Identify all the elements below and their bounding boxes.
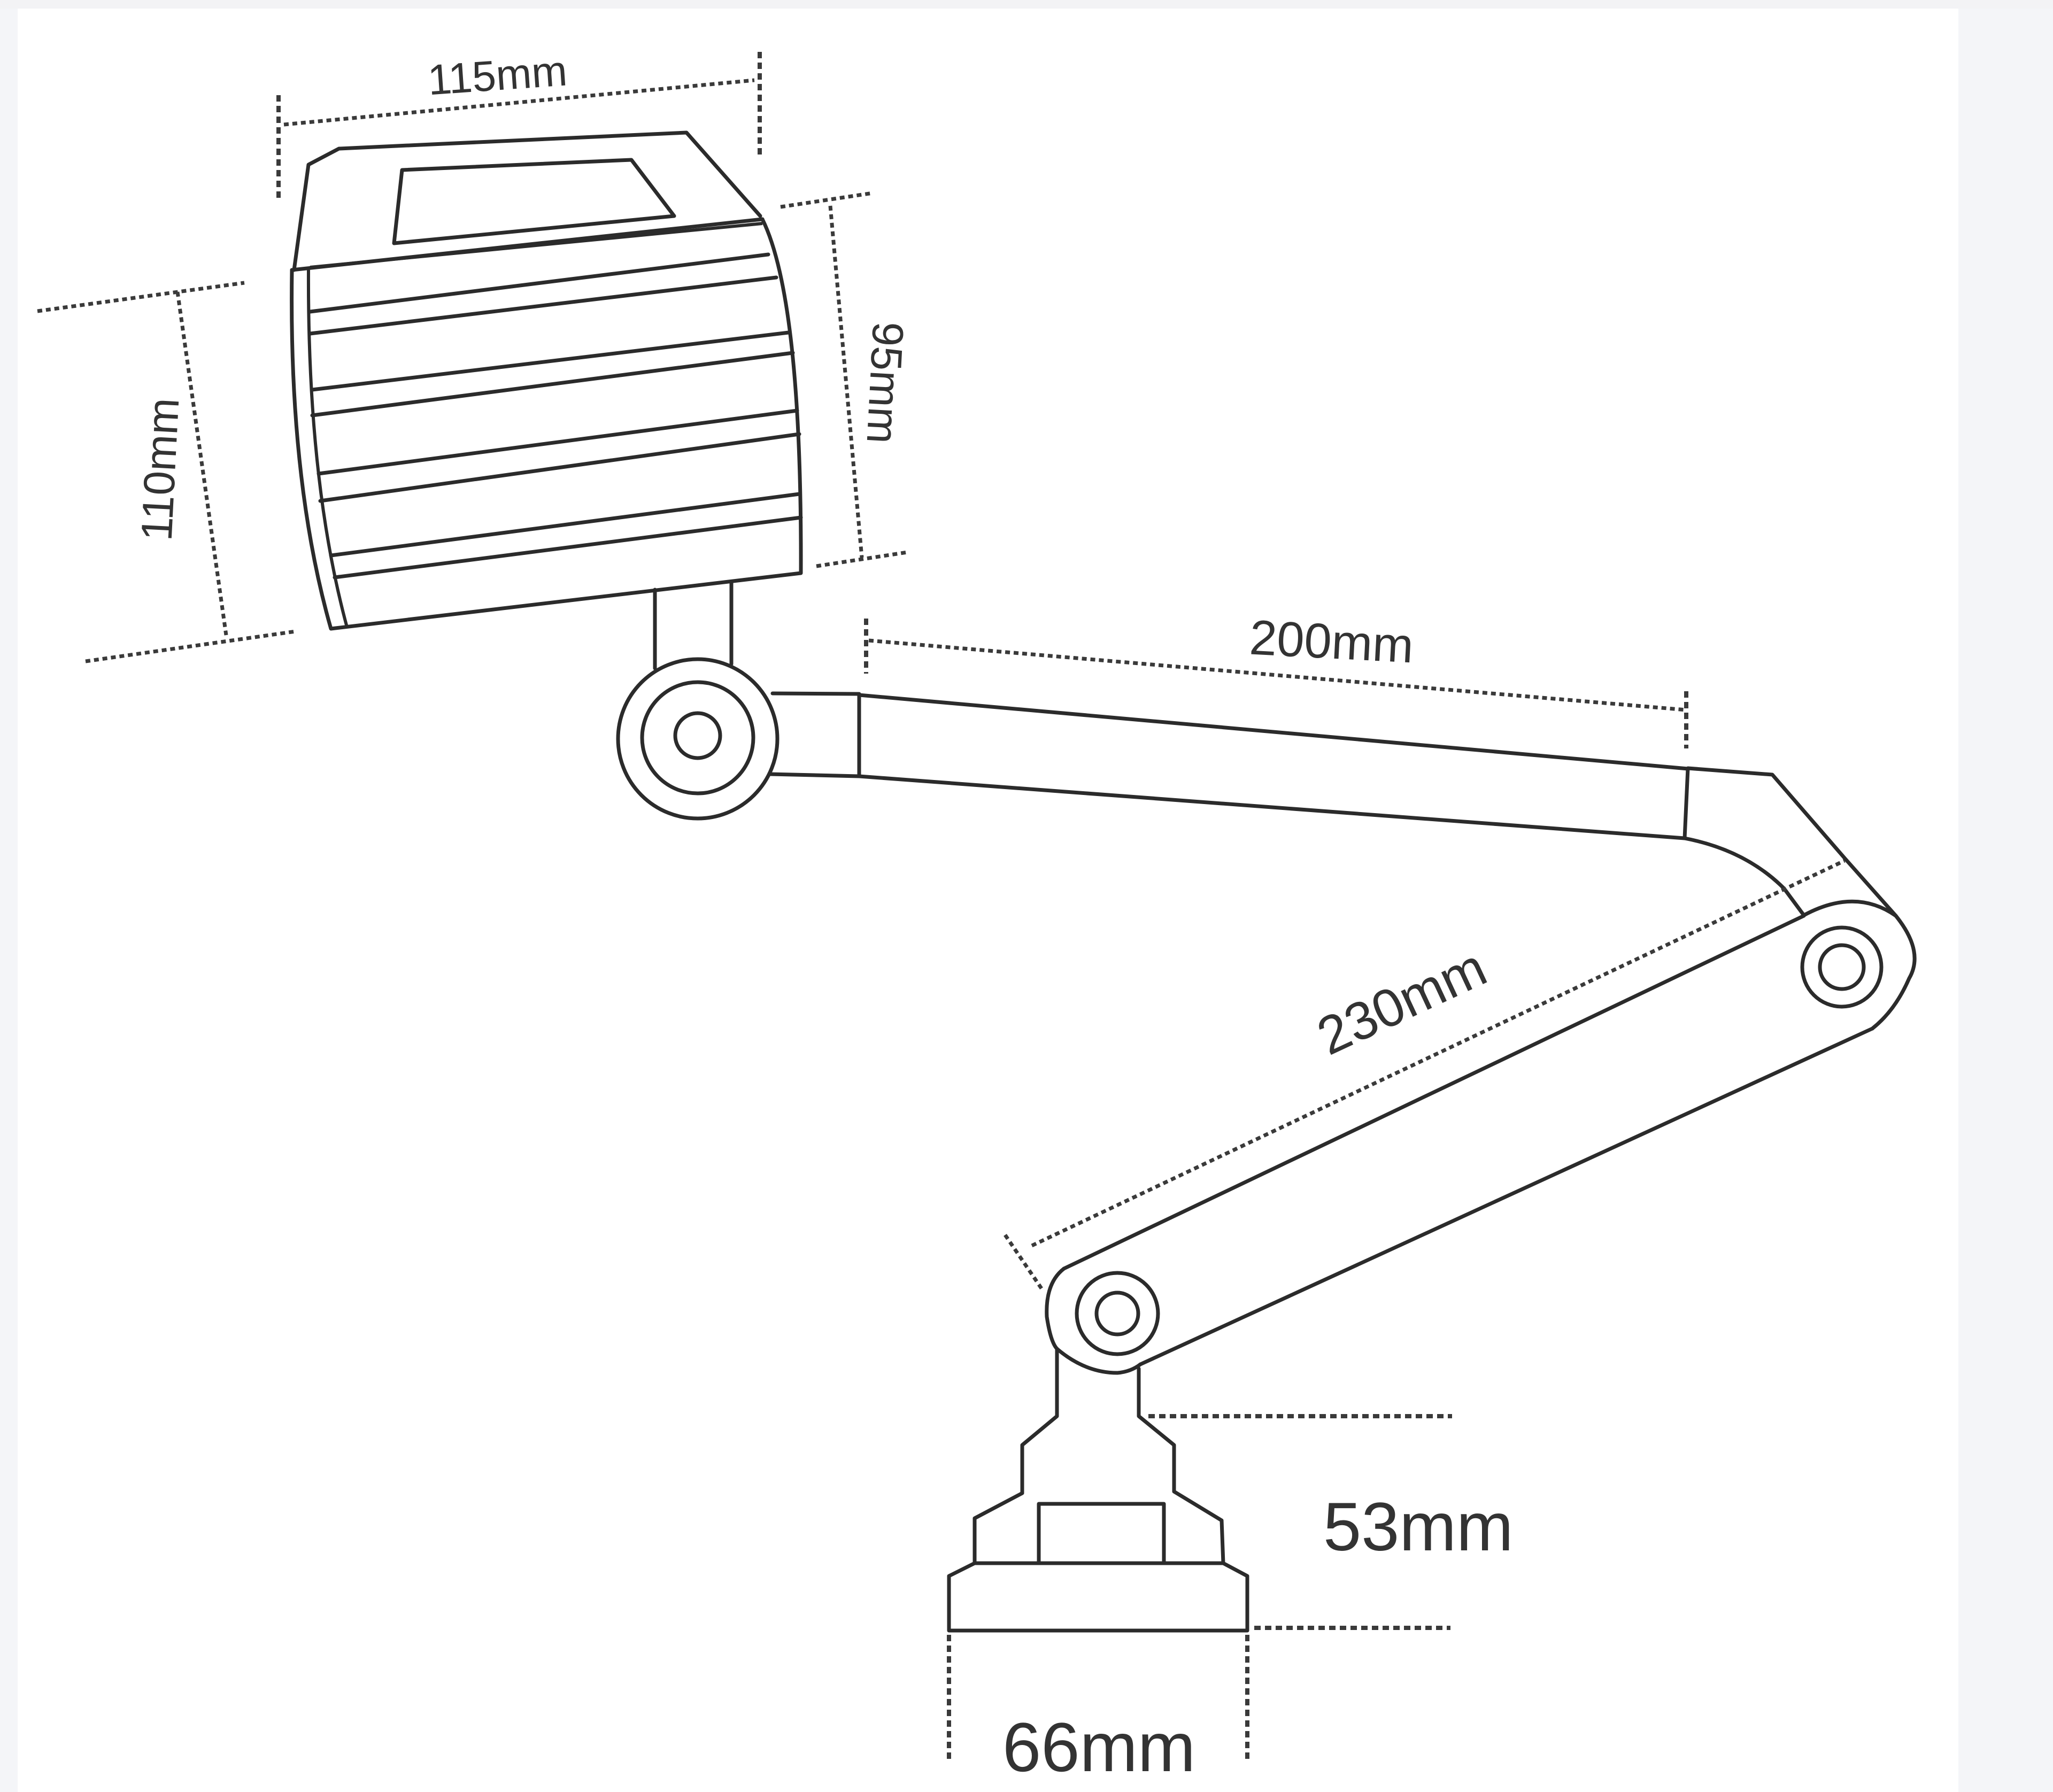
upper-joint-collar (768, 691, 861, 778)
dim-110mm: 110mm (37, 281, 296, 663)
label-110mm: 110mm (133, 397, 189, 542)
head-band-inner (310, 222, 763, 269)
upper-joint (616, 657, 861, 821)
dim-95mm: 95mm (780, 191, 913, 568)
lower-joint (1045, 1266, 1160, 1375)
upper-arm (857, 693, 1690, 840)
lower-arm (1062, 914, 1874, 1366)
dim-53mm: 53mm (1148, 1414, 1514, 1630)
dim-115mm: 115mm (276, 47, 762, 200)
dim-230mm: 230mm (1004, 859, 1846, 1291)
head-body-outline (290, 217, 803, 631)
label-115mm: 115mm (426, 47, 568, 104)
base-right-profile (1137, 1366, 1225, 1565)
head-housing-top (292, 130, 762, 272)
label-95mm: 95mm (858, 321, 913, 445)
lamp-base (947, 1347, 1249, 1633)
base-left-profile (973, 1347, 1059, 1565)
lamp-head (290, 130, 803, 670)
label-230mm: 230mm (1308, 937, 1495, 1067)
top-frame-band (0, 0, 2053, 9)
dim-66mm: 66mm (947, 1635, 1249, 1786)
head-stem (653, 581, 734, 670)
head-window (392, 158, 676, 245)
base-plate (947, 1561, 1249, 1633)
label-66mm: 66mm (1002, 1708, 1195, 1786)
label-53mm: 53mm (1323, 1489, 1514, 1565)
label-200mm: 200mm (1248, 611, 1415, 674)
head-body-inner-edge (306, 269, 349, 628)
drawing-canvas (18, 9, 1958, 1792)
base-switch-box (1037, 1502, 1166, 1565)
elbow-joint (1682, 766, 1917, 1031)
dim-200mm: 200mm (864, 611, 1688, 748)
head-fins (308, 252, 803, 580)
